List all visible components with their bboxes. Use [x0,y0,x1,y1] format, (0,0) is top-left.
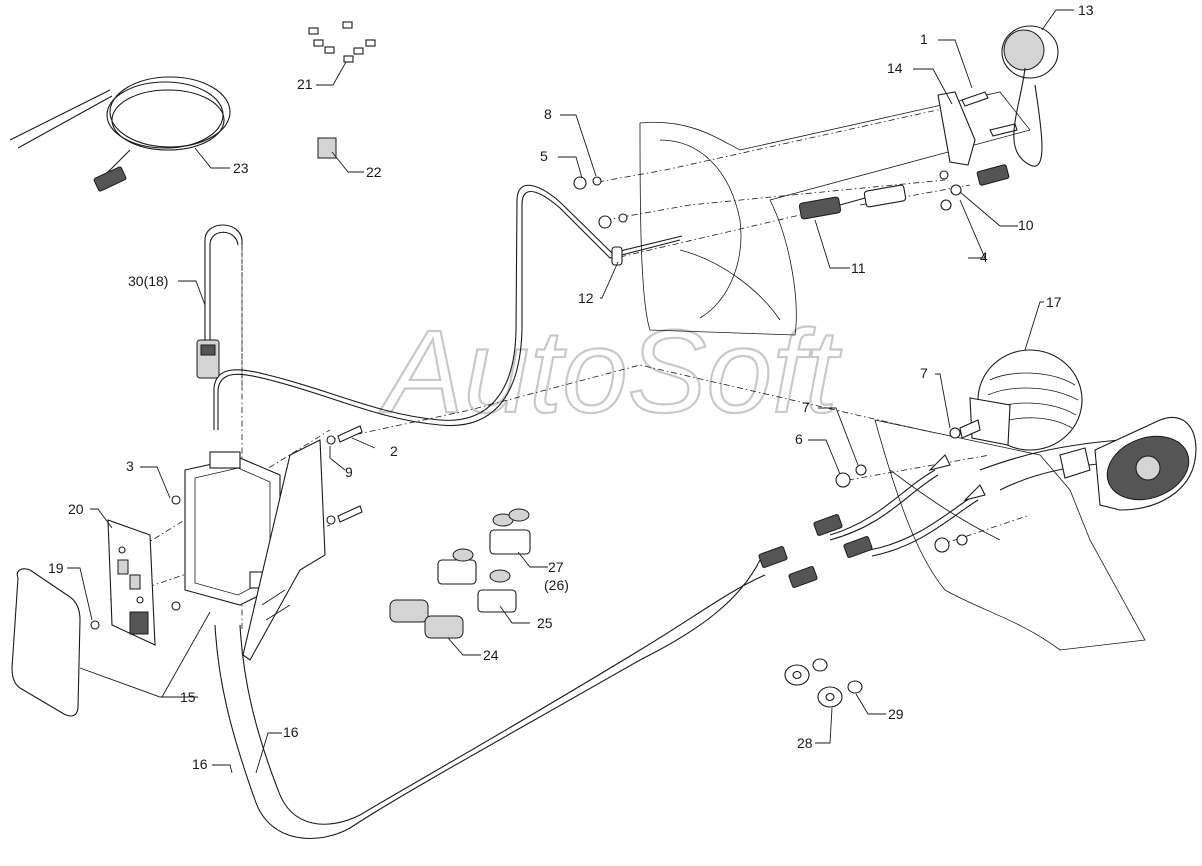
leader-lines [67,9,1074,774]
callout-10: 10 [1018,217,1034,233]
callout-19: 19 [48,560,64,576]
callout-23: 23 [233,160,249,176]
callout-6: 6 [795,431,803,447]
callout-17: 17 [1046,294,1062,310]
callout-16-right: 16 [283,724,299,740]
part-11-connector [798,184,907,220]
callout-3: 3 [126,458,134,474]
part-21-terminals [308,21,376,63]
callout-11: 11 [851,260,866,276]
part-20-circuit-board [107,519,156,646]
callout-7-upper: 7 [920,365,928,381]
callout-29: 29 [888,706,904,722]
callout-13: 13 [1078,2,1094,18]
callout-20: 20 [68,501,84,517]
callout-8: 8 [544,106,552,122]
part-17-work-lamp [959,349,1083,451]
callout-22: 22 [366,164,382,180]
lower-frame [874,419,1146,651]
part-22-block [317,137,337,159]
part-13-round-lamp [976,25,1059,186]
callout-24: 24 [483,647,499,663]
callout-9: 9 [345,464,353,480]
callout-7-lower: 7 [802,399,810,415]
harness-connectors [758,454,986,588]
callout-15: 15 [180,689,196,705]
hardware-fasteners [90,425,363,630]
parts-28-29-washers [784,658,863,708]
upper-frame [639,91,1031,336]
callout-16-left: 16 [192,756,208,772]
part-15-lens [11,568,81,717]
callout-26: (26) [544,577,569,593]
callout-21: 21 [297,76,313,92]
watermark-text: AutoSoft [379,306,842,438]
part-23-coil-cable [9,76,231,192]
connector-caps [389,508,531,639]
callout-12: 12 [578,290,594,306]
callout-30-18: 30(18) [128,273,168,289]
enclosure-box [184,439,326,661]
callout-14: 14 [887,60,903,76]
callout-4: 4 [980,249,988,265]
led-lamp [1059,416,1197,511]
callout-2: 2 [390,443,398,459]
callout-1: 1 [920,31,928,47]
part-30-cable [196,224,243,379]
callout-25: 25 [537,615,553,631]
callout-labels: 1 2 3 4 5 6 7 7 8 9 10 11 12 13 14 15 16… [48,2,1094,772]
nuts-washers [573,170,968,553]
callout-5: 5 [540,148,548,164]
callout-28: 28 [797,735,813,751]
callout-27: 27 [548,559,564,575]
part-14-bracket [937,91,1018,166]
part-12-clip [611,246,623,266]
